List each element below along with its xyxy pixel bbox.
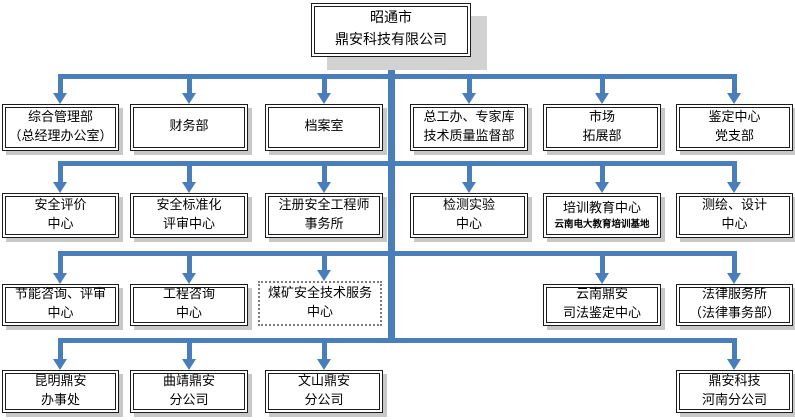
level2-hline	[58, 161, 737, 166]
arrow-down-connector	[57, 251, 63, 273]
node-label: 煤矿安全技术服务	[267, 285, 372, 301]
arrow-down-connector	[57, 74, 63, 93]
arrow-down-connector	[57, 161, 63, 182]
level3-hline	[58, 251, 737, 256]
arrow-down-connector	[321, 161, 327, 182]
node-label: 中心	[175, 306, 202, 321]
org-node-energy-consulting-review-center: 节能咨询、评审 中心	[2, 284, 119, 326]
arrow-down-connector	[466, 74, 472, 93]
arrow-down-connector	[186, 74, 192, 93]
arrow-down-connector	[466, 161, 472, 182]
arrow-down-connector	[599, 251, 605, 273]
org-node-surveying-design-center: 测绘、设计 中心	[676, 193, 793, 238]
node-label: 测绘、设计	[701, 197, 767, 213]
node-label: 技术质量监督部	[423, 128, 515, 144]
org-node-wenshan-dingan-branch: 文山鼎安 分公司	[265, 370, 383, 413]
node-label: 分公司	[169, 392, 209, 408]
node-label: 曲靖鼎安	[162, 373, 215, 389]
node-label: 办事处	[40, 392, 80, 408]
node-label: （总经理办公室）	[8, 128, 113, 144]
node-label: 总工办、专家库	[423, 109, 515, 125]
node-label: 节能咨询、评审	[14, 287, 106, 303]
node-label: 安全评价	[34, 197, 87, 213]
node-label: 中心	[455, 216, 482, 232]
org-node-kunming-dingan-office: 昆明鼎安 办事处	[2, 370, 119, 413]
org-node-safety-evaluation-center: 安全评价 中心	[2, 193, 119, 238]
node-label: 鼎安科技有限公司	[335, 32, 447, 48]
org-node-qujing-dingan-branch: 曲靖鼎安 分公司	[130, 370, 248, 413]
org-node-archives-room: 档案室	[265, 104, 383, 151]
node-label: 综合管理部	[27, 109, 93, 125]
org-node-appraisal-center-party-branch: 鉴定中心 党支部	[676, 104, 793, 151]
node-label: 中心	[47, 216, 74, 232]
node-label: 党支部	[714, 128, 754, 144]
org-node-training-education-center: 培训教育中心 云南电大教育培训基地	[543, 193, 661, 238]
level4-hline	[58, 338, 737, 343]
node-label: 中心	[47, 306, 74, 321]
trunk-line	[388, 57, 395, 343]
node-label: 司法鉴定中心	[562, 306, 641, 321]
node-label: 法律服务所	[701, 287, 767, 303]
org-node-market-expansion-dept: 市场 拓展部	[543, 104, 661, 151]
arrow-down-connector	[321, 74, 327, 93]
org-node-general-management-dept: 综合管理部 （总经理办公室）	[2, 104, 119, 151]
arrow-down-connector	[731, 161, 737, 182]
node-label: 培训教育中心	[562, 200, 641, 216]
arrow-down-connector	[599, 161, 605, 182]
node-label: 云南鼎安	[575, 287, 628, 303]
node-label: 检测实验	[442, 197, 495, 213]
node-label: 分公司	[304, 392, 344, 408]
level1-hline	[58, 74, 737, 79]
org-node-engineering-consulting-center: 工程咨询 中心	[130, 284, 248, 326]
org-node-coal-mine-safety-tech-service-center: 煤矿安全技术服务 中心	[258, 281, 382, 326]
node-label: 注册安全工程师	[278, 197, 370, 213]
node-label: 中心	[306, 304, 333, 320]
node-label: 鼎安科技	[708, 373, 761, 389]
node-label: 昭通市	[370, 10, 412, 27]
org-node-testing-laboratory-center: 检测实验 中心	[410, 193, 528, 238]
arrow-down-connector	[731, 251, 737, 273]
org-node-chief-engineer-quality-dept: 总工办、专家库 技术质量监督部	[410, 104, 528, 151]
org-node-root-company: 昭通市 鼎安科技有限公司	[311, 3, 471, 57]
node-label: 工程咨询	[162, 287, 215, 303]
arrow-down-connector	[321, 338, 327, 359]
arrow-down-connector	[186, 251, 192, 273]
node-label: 鉴定中心	[708, 109, 761, 125]
arrow-down-connector	[186, 161, 192, 182]
org-node-dingan-tech-henan-branch: 鼎安科技 河南分公司	[676, 370, 793, 413]
node-label: （法律事务部）	[688, 306, 780, 321]
arrow-down-connector	[186, 338, 192, 359]
arrow-down-connector	[731, 74, 737, 93]
node-label: 市场	[588, 109, 615, 125]
node-label: 中心	[721, 216, 748, 232]
arrow-down-connector	[599, 74, 605, 93]
node-label: 财务部	[169, 119, 209, 135]
node-label: 事务所	[304, 216, 344, 232]
node-label: 档案室	[304, 119, 344, 135]
org-node-yunnan-dingan-judicial-appraisal-center: 云南鼎安 司法鉴定中心	[543, 284, 661, 326]
org-node-registered-safety-engineer-office: 注册安全工程师 事务所	[265, 193, 383, 238]
node-label: 河南分公司	[701, 392, 767, 408]
org-node-legal-service-office: 法律服务所 （法律事务部）	[676, 284, 793, 326]
arrow-down-connector	[57, 338, 63, 359]
node-label: 文山鼎安	[297, 373, 350, 389]
arrow-down-connector	[731, 338, 737, 359]
org-node-safety-standardization-review-center: 安全标准化 评审中心	[130, 193, 248, 238]
node-sublabel: 云南电大教育培训基地	[554, 218, 650, 230]
node-label: 安全标准化	[156, 197, 222, 213]
org-node-finance-dept: 财务部	[130, 104, 248, 151]
node-label: 昆明鼎安	[34, 373, 87, 389]
arrow-down-connector	[321, 251, 327, 270]
node-label: 拓展部	[582, 128, 622, 144]
node-label: 评审中心	[162, 216, 215, 232]
